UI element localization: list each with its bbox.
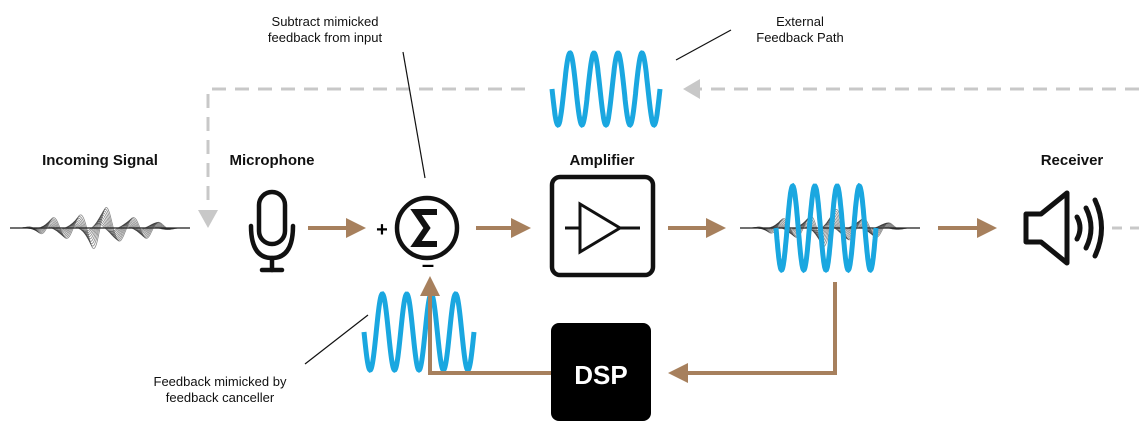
arrow-wave-to-dsp (668, 282, 837, 383)
dsp-block: DSP (551, 323, 651, 421)
minus-sign: – (422, 252, 434, 277)
arrow-dsp-to-mixer (420, 276, 551, 375)
mimicked-note: Feedback mimicked by feedback canceller (153, 374, 287, 405)
amplifier-block (549, 174, 656, 278)
external-feedback-path (198, 79, 1139, 230)
microphone-label: Microphone (229, 152, 315, 169)
external-path-arrowhead (683, 79, 700, 99)
signal-flow-arrows (308, 218, 997, 383)
incoming-signal-waveform (10, 207, 190, 249)
mimicked-feedback-waveform (361, 291, 477, 373)
dsp-label: DSP (574, 360, 627, 390)
amplifier-triangle-icon (565, 201, 640, 255)
external-path-note: External Feedback Path (756, 14, 844, 45)
receiver-label: Receiver (1040, 152, 1104, 169)
subtract-note: Subtract mimicked feedback from input (267, 14, 383, 45)
amplifier-label: Amplifier (569, 152, 635, 169)
external-feedback-waveform (549, 50, 663, 128)
microphone-icon (248, 189, 296, 273)
plus-sign: + (376, 219, 388, 241)
annotation-leaders (304, 29, 732, 365)
amplified-signal-waveform (740, 182, 920, 274)
speaker-icon (1023, 190, 1104, 266)
incoming-signal-label: Incoming Signal (42, 152, 158, 169)
summing-mixer-icon (394, 195, 460, 261)
external-path-down-arrowhead (198, 210, 218, 228)
